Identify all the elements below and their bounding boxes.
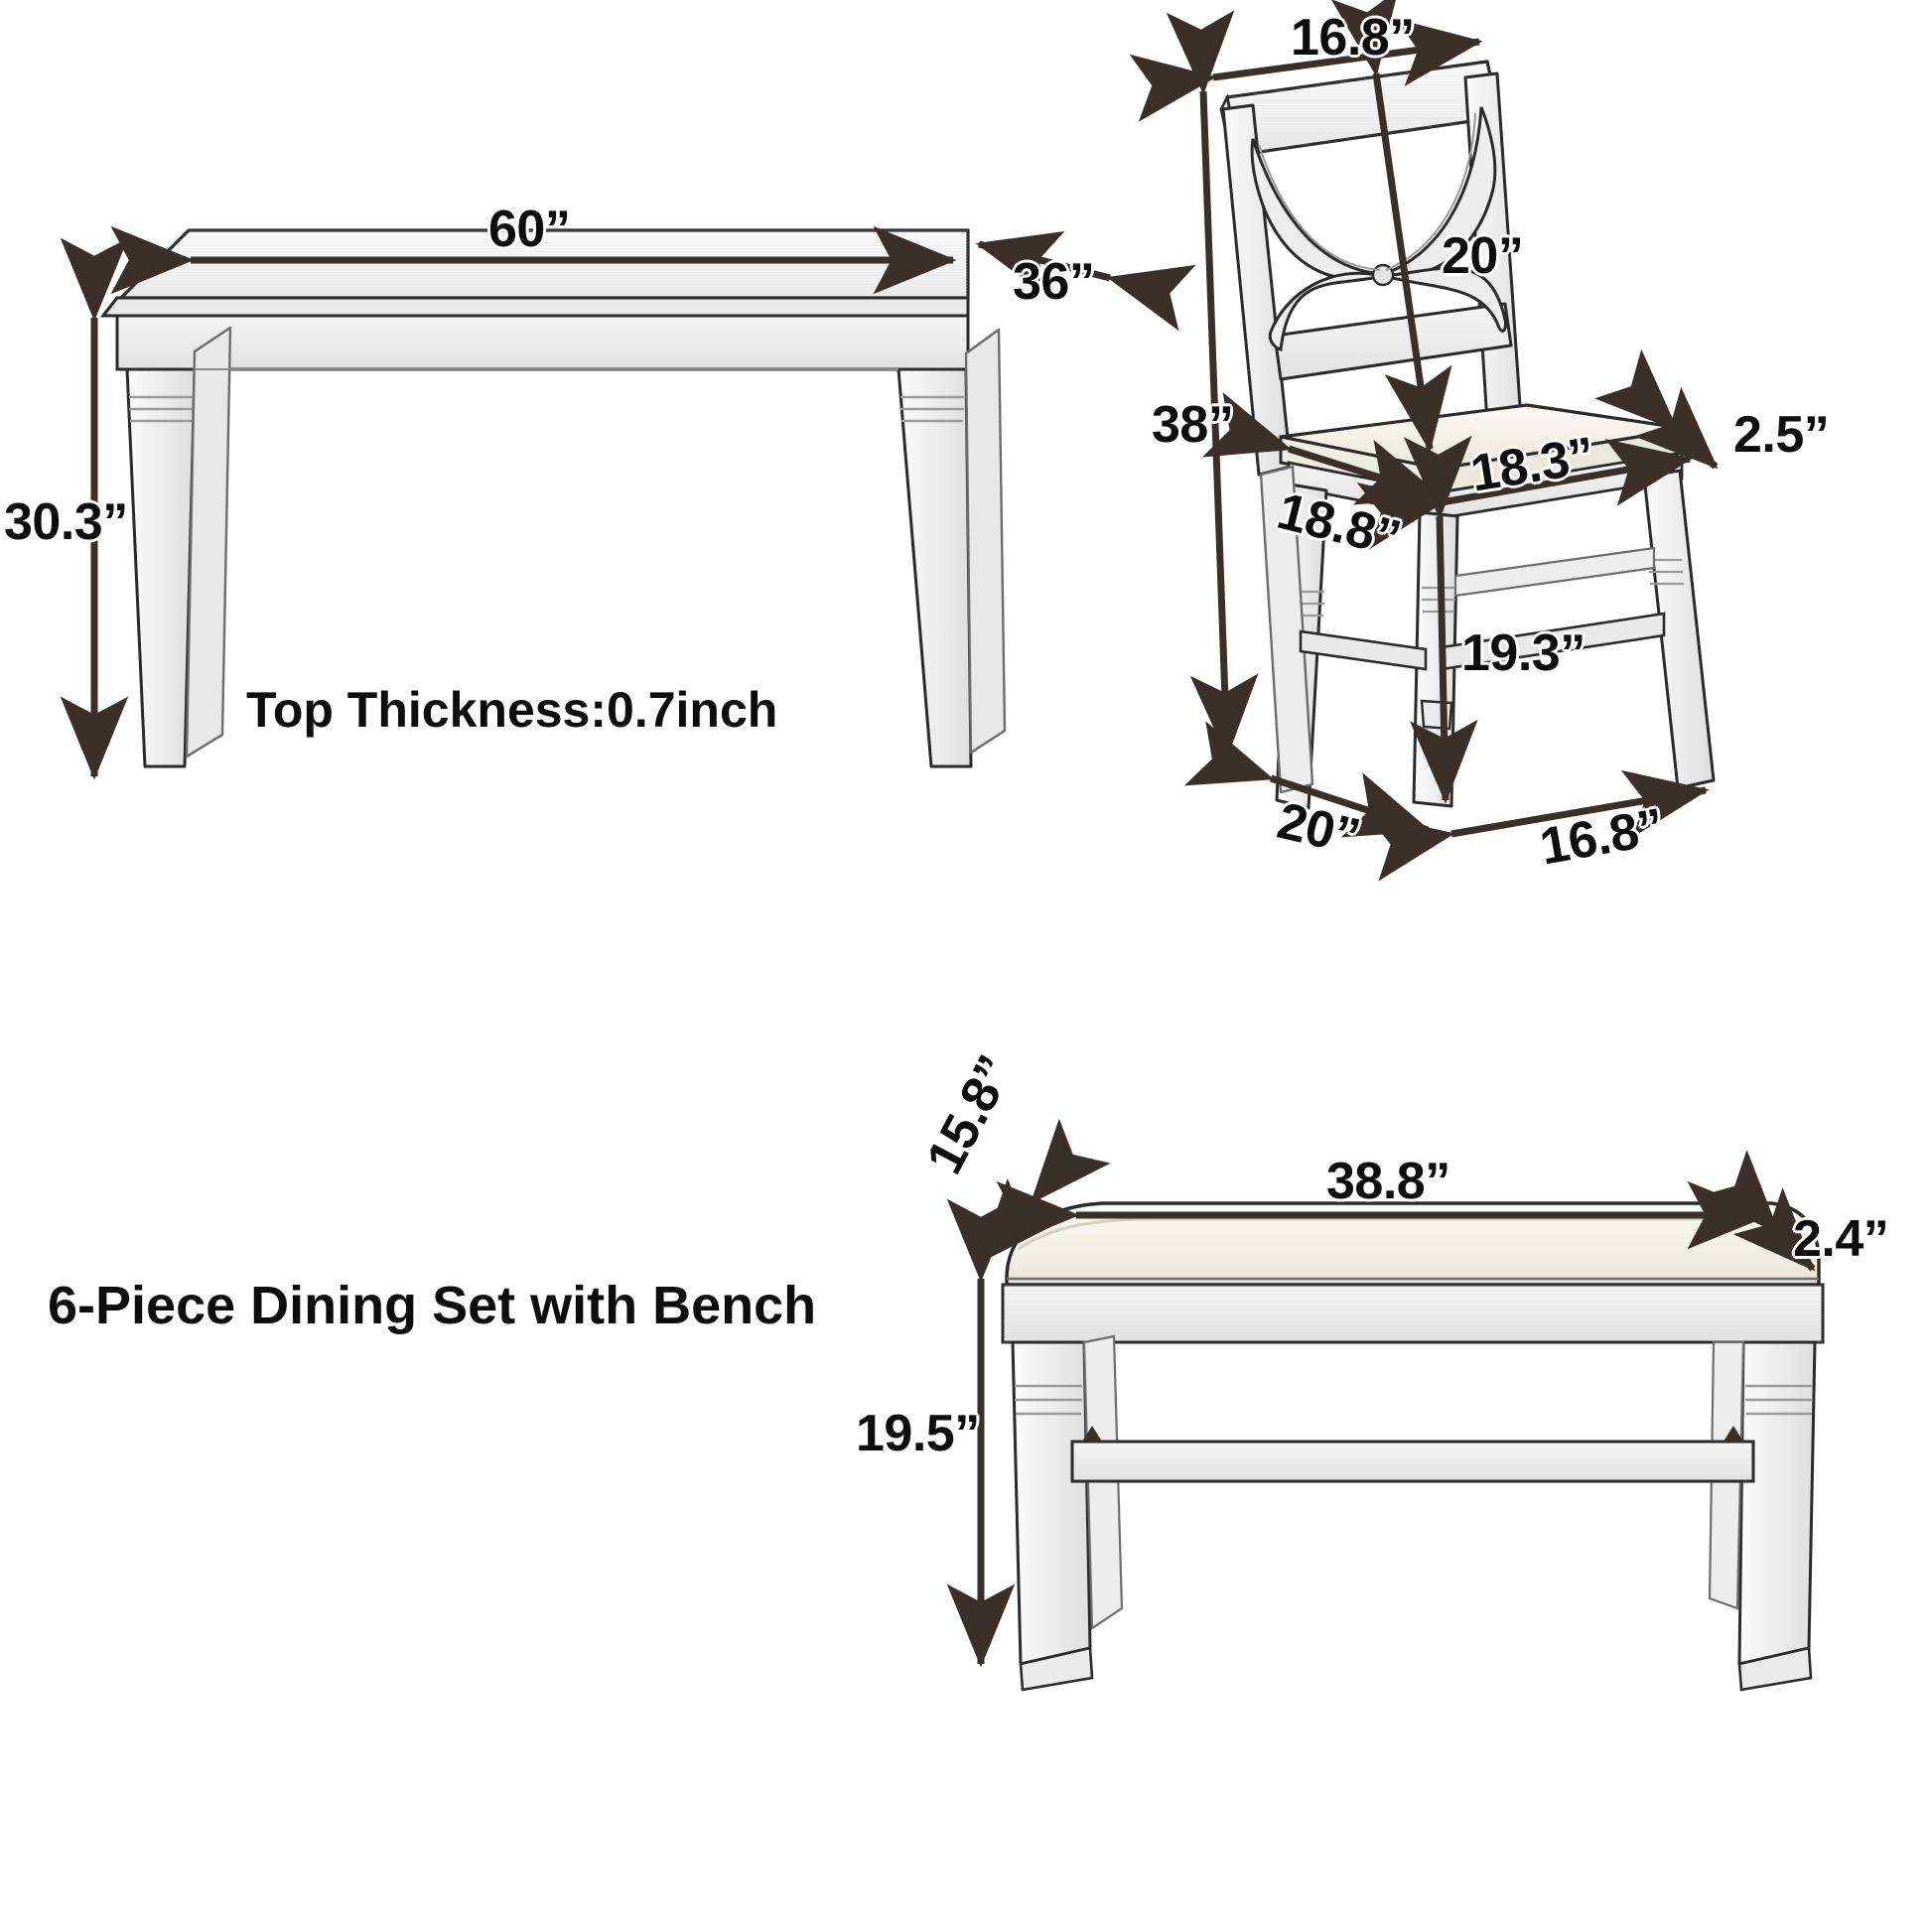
bench-height-label: 19.5”	[856, 1405, 980, 1462]
dining-bench-illustration	[1001, 1201, 1825, 1692]
table-dimension-lines	[60, 225, 1196, 780]
table-width-label: 60”	[488, 201, 571, 258]
chair-back-width-label: 16.8”	[1291, 9, 1415, 67]
bench-length-label: 38.8”	[1326, 1153, 1450, 1210]
top-thickness-note: Top Thickness:0.7inch	[246, 682, 778, 738]
table-height-label: 30.3”	[4, 493, 128, 551]
table-depth-label: 36”	[1013, 253, 1095, 311]
bench-cushion-thickness-label: 2.4”	[1793, 1210, 1889, 1268]
chair-back-height-label: 20”	[1442, 227, 1524, 285]
chair-dimension-lines	[1129, 0, 1719, 882]
dining-chair-illustration	[1219, 60, 1716, 810]
chair-cushion-thickness-label: 2.5”	[1733, 406, 1830, 464]
chair-overall-height-label: 38”	[1152, 396, 1234, 454]
bench-dimension-lines	[946, 1118, 1816, 1668]
set-title: 6-Piece Dining Set with Bench	[48, 1276, 817, 1335]
chair-seat-height-label: 19.3”	[1461, 624, 1586, 682]
